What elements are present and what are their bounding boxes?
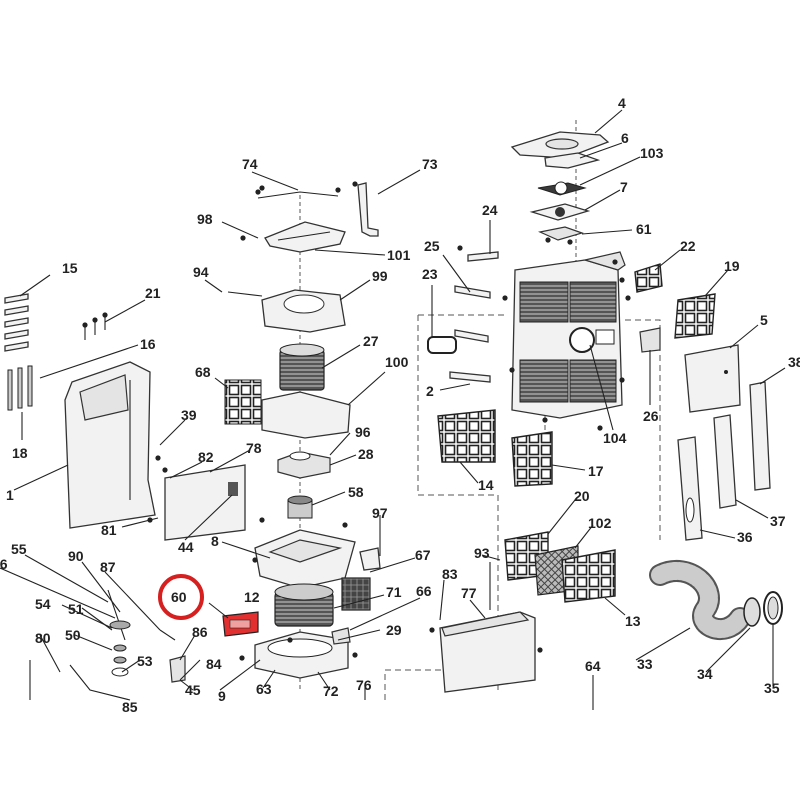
callout-17: 17 (588, 463, 604, 479)
blower-assembly (224, 289, 351, 519)
callout-101: 101 (387, 247, 411, 263)
callout-77: 77 (461, 585, 477, 601)
callout-14: 14 (478, 477, 494, 493)
callout-53: 53 (137, 653, 153, 669)
callout-13: 13 (625, 613, 641, 629)
rail-brackets (427, 251, 499, 383)
callout-84: 84 (206, 656, 222, 672)
callout-87: 87 (100, 559, 116, 575)
callout-98: 98 (197, 211, 213, 227)
callout-36: 36 (737, 529, 753, 545)
callout-29: 29 (386, 622, 402, 638)
highlighted-part-60 (222, 611, 259, 637)
callout-16: 16 (140, 336, 156, 352)
control-panel (155, 455, 246, 541)
callout-73: 73 (422, 156, 438, 172)
filters (437, 263, 741, 603)
side-panel-77 (439, 611, 536, 693)
screws (147, 181, 631, 661)
lower-hardware (29, 589, 186, 701)
clip-set-15 (4, 293, 29, 352)
callout-81: 81 (101, 522, 117, 538)
exhaust-hose (649, 559, 783, 641)
callout-68: 68 (195, 364, 211, 380)
base-assembly (254, 529, 381, 679)
callout-45: 45 (185, 682, 201, 698)
callout-102: 102 (588, 515, 612, 531)
callout-76: 76 (356, 677, 372, 693)
callout-25: 25 (424, 238, 440, 254)
callout-104: 104 (603, 430, 627, 446)
callout-18: 18 (12, 445, 28, 461)
callout-26: 26 (643, 408, 659, 424)
callout-labels: 4 6 103 7 61 74 73 98 101 24 25 22 15 94… (0, 95, 800, 715)
callout-15: 15 (62, 260, 78, 276)
callout-86: 86 (192, 624, 208, 640)
callout-96: 96 (355, 424, 371, 440)
callout-39: 39 (181, 407, 197, 423)
callout-61: 61 (636, 221, 652, 237)
callout-23: 23 (422, 266, 438, 282)
callout-66b: 66 (416, 583, 432, 599)
top-cover-stack (510, 131, 610, 245)
callout-34: 34 (697, 666, 713, 682)
callout-78: 78 (246, 440, 262, 456)
callout-103: 103 (640, 145, 664, 161)
callout-100: 100 (385, 354, 409, 370)
callout-1: 1 (6, 487, 14, 503)
callout-38: 38 (788, 354, 800, 370)
callout-44: 44 (178, 539, 194, 555)
leader-lines (0, 109, 786, 710)
callout-51: 51 (68, 601, 84, 617)
callout-9: 9 (218, 688, 226, 704)
callout-4: 4 (618, 95, 626, 111)
assembly-guides (299, 120, 661, 700)
springs-18 (7, 365, 33, 411)
callout-74: 74 (242, 156, 258, 172)
callout-82: 82 (198, 449, 214, 465)
callout-80: 80 (35, 630, 51, 646)
callout-54: 54 (35, 596, 51, 612)
callout-22: 22 (680, 238, 696, 254)
callout-28: 28 (358, 446, 374, 462)
callout-33: 33 (637, 656, 653, 672)
callout-8: 8 (211, 533, 219, 549)
callout-85: 85 (122, 699, 138, 715)
highlight-ring: 60 (158, 574, 204, 620)
callout-2: 2 (426, 383, 434, 399)
callout-66a: 66 (0, 556, 8, 572)
callout-83: 83 (442, 566, 458, 582)
callout-19: 19 (724, 258, 740, 274)
callout-37: 37 (770, 513, 786, 529)
pins-21 (82, 312, 108, 340)
callout-55: 55 (11, 541, 27, 557)
callout-5: 5 (760, 312, 768, 328)
window-kit (677, 381, 771, 541)
callout-67: 67 (415, 547, 431, 563)
callout-64: 64 (585, 658, 601, 674)
callout-20: 20 (574, 488, 590, 504)
callout-94: 94 (193, 264, 209, 280)
callout-72: 72 (323, 683, 339, 699)
front-cover-group (4, 293, 156, 529)
callout-35: 35 (764, 680, 780, 696)
callout-58: 58 (348, 484, 364, 500)
callout-60: 60 (171, 589, 187, 605)
callout-97: 97 (372, 505, 388, 521)
callout-21: 21 (145, 285, 161, 301)
callout-27: 27 (363, 333, 379, 349)
callout-50: 50 (65, 627, 81, 643)
callout-6: 6 (621, 130, 629, 146)
callout-12: 12 (244, 589, 260, 605)
rear-housing (511, 251, 626, 419)
callout-90: 90 (68, 548, 84, 564)
callout-63: 63 (256, 681, 272, 697)
callout-24: 24 (482, 202, 498, 218)
callout-93: 93 (474, 545, 490, 561)
callout-7: 7 (620, 179, 628, 195)
callout-71: 71 (386, 584, 402, 600)
callout-99: 99 (372, 268, 388, 284)
top-left-parts (255, 182, 379, 253)
